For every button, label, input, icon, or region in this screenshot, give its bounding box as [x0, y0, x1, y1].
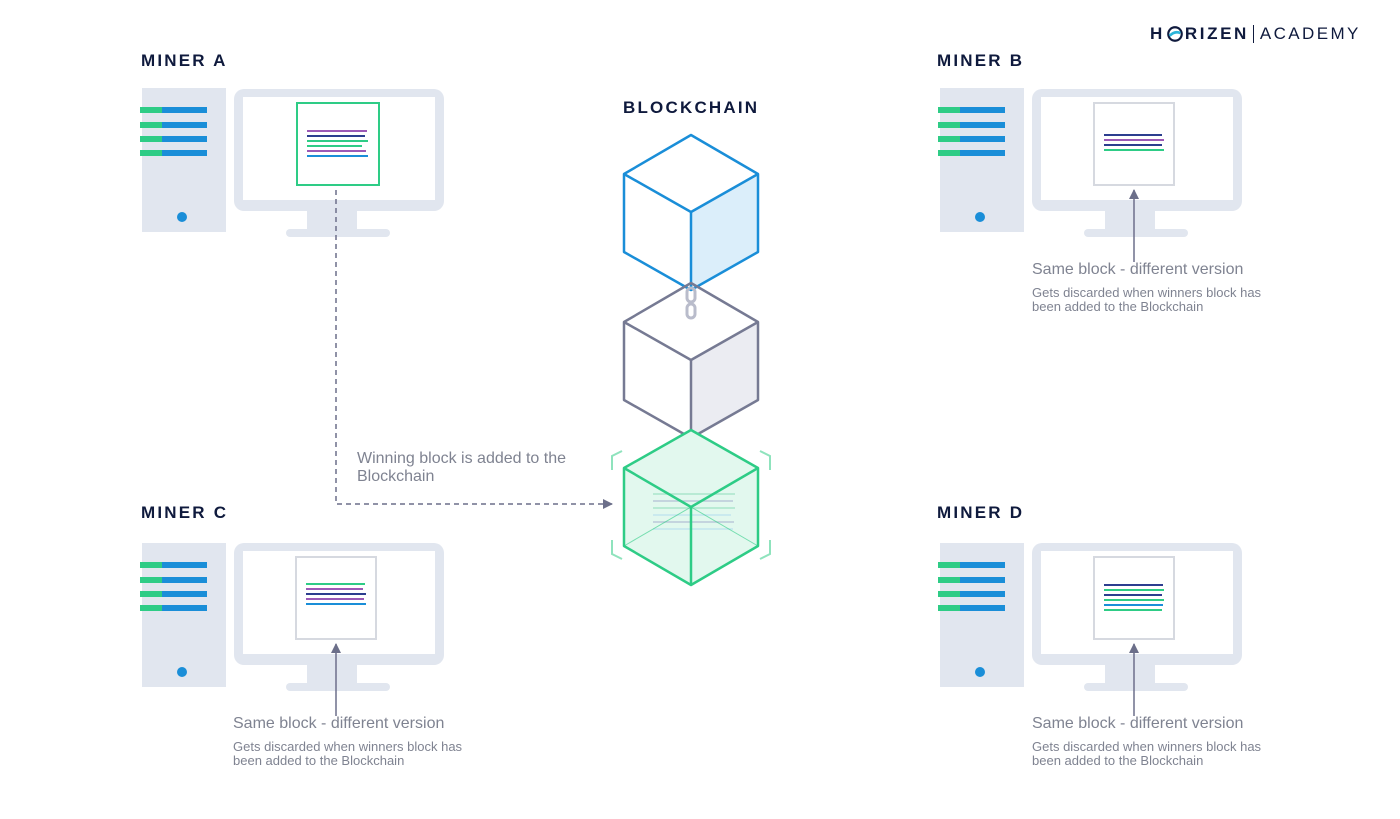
miner-b-subcaption: Gets discarded when winners block has be…: [1032, 285, 1262, 314]
horizen-academy-logo: H RIZEN ACADEMY: [1150, 23, 1361, 45]
miner-d-subcaption: Gets discarded when winners block has be…: [1032, 739, 1262, 768]
miner-a-computer: [140, 88, 444, 238]
miner-c-block-code: [306, 583, 366, 605]
miner-a-title: MINER A: [141, 51, 228, 70]
miner-b-computer: [938, 88, 1242, 262]
winning-block-path-arrow-icon: [335, 190, 613, 509]
miner-c-caption: Same block - different version: [233, 715, 445, 732]
miner-d-computer: [938, 543, 1242, 716]
logo-rizen: RIZEN: [1184, 24, 1249, 43]
miner-c-subcaption: Gets discarded when winners block has be…: [233, 739, 463, 768]
winning-block-note: Winning block is added to the Blockchain: [357, 450, 567, 485]
miner-d-block: [1093, 556, 1175, 640]
blockchain-block-1-cube-icon: [622, 133, 760, 292]
miner-b-title: MINER B: [937, 51, 1025, 70]
server-tower-icon: [140, 543, 226, 693]
server-tower-icon: [938, 88, 1024, 238]
miner-b-caption: Same block - different version: [1032, 261, 1244, 278]
miner-b-block-code: [1104, 134, 1164, 151]
miner-d-caption: Same block - different version: [1032, 715, 1244, 732]
miner-a-block-code: [307, 130, 368, 157]
miner-d-block-code: [1104, 584, 1164, 611]
server-tower-icon: [140, 88, 226, 238]
logo-divider: [1252, 25, 1254, 43]
logo-letter-h: H: [1150, 24, 1165, 43]
logo-academy: ACADEMY: [1259, 24, 1361, 43]
miner-a-winning-block: [296, 102, 380, 186]
server-tower-icon: [938, 543, 1024, 693]
miner-c-title: MINER C: [141, 503, 229, 522]
chain-link-icon: [685, 286, 697, 320]
blockchain-new-block-cube-icon: [611, 428, 771, 587]
blockchain-title: BLOCKCHAIN: [623, 98, 760, 117]
horizen-o-icon: [1167, 26, 1183, 42]
miner-d-title: MINER D: [937, 503, 1025, 522]
miner-c-computer: [140, 543, 444, 716]
blockchain-block-2-cube-icon: [622, 281, 760, 440]
